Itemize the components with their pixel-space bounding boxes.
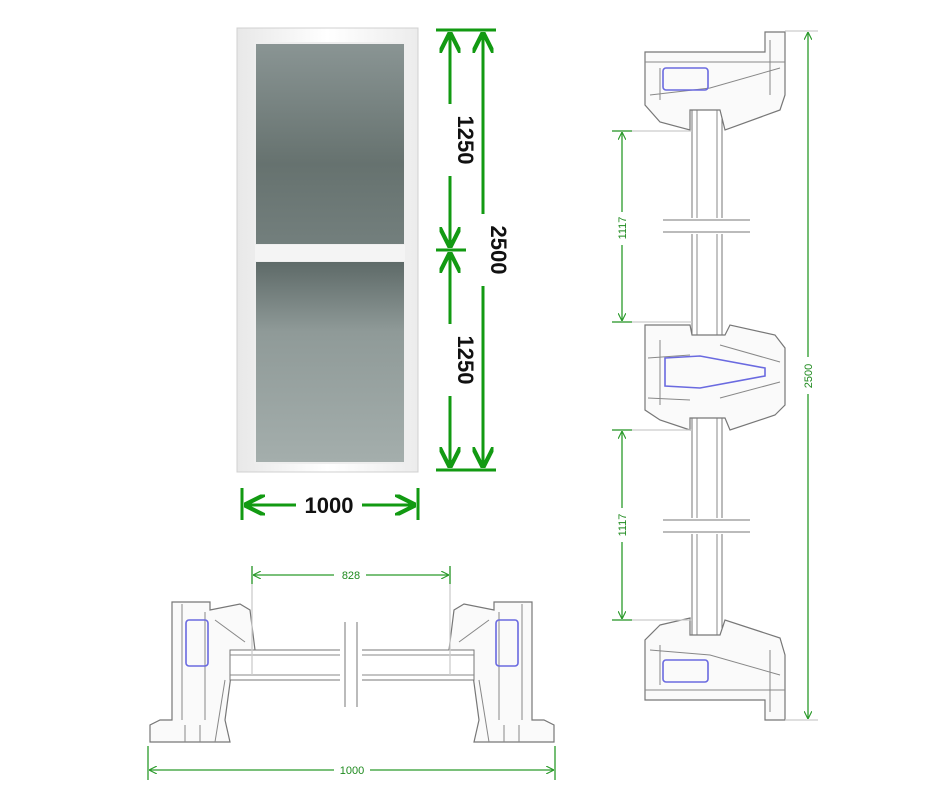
width-label: 1000 — [305, 493, 354, 518]
sill-profile — [644, 617, 786, 721]
upper-glass-pane — [254, 42, 406, 246]
upper-glass-height-label: 1117 — [617, 217, 629, 240]
total-height-label: 2500 — [486, 226, 511, 275]
vertical-section-dimensions — [612, 30, 818, 721]
overall-height-label: 2500 — [803, 364, 815, 388]
window-elevation — [236, 27, 419, 473]
vertical-section — [644, 31, 786, 721]
lower-glass-height-label: 1117 — [617, 514, 629, 537]
horizontal-section — [149, 601, 555, 743]
horizontal-section-dimensions — [147, 566, 556, 780]
transom — [255, 245, 405, 261]
left-reinforcement — [185, 619, 209, 667]
upper-pane-height-label: 1250 — [453, 116, 478, 165]
head-profile — [644, 31, 786, 131]
overall-width-label: 1000 — [340, 765, 364, 777]
elevation-dimensions — [240, 28, 496, 520]
lower-glass-pane — [254, 260, 406, 464]
glass-width-label: 828 — [342, 570, 360, 582]
right-profile — [448, 601, 555, 743]
transom-profile — [644, 324, 786, 431]
lower-pane-height-label: 1250 — [453, 336, 478, 385]
